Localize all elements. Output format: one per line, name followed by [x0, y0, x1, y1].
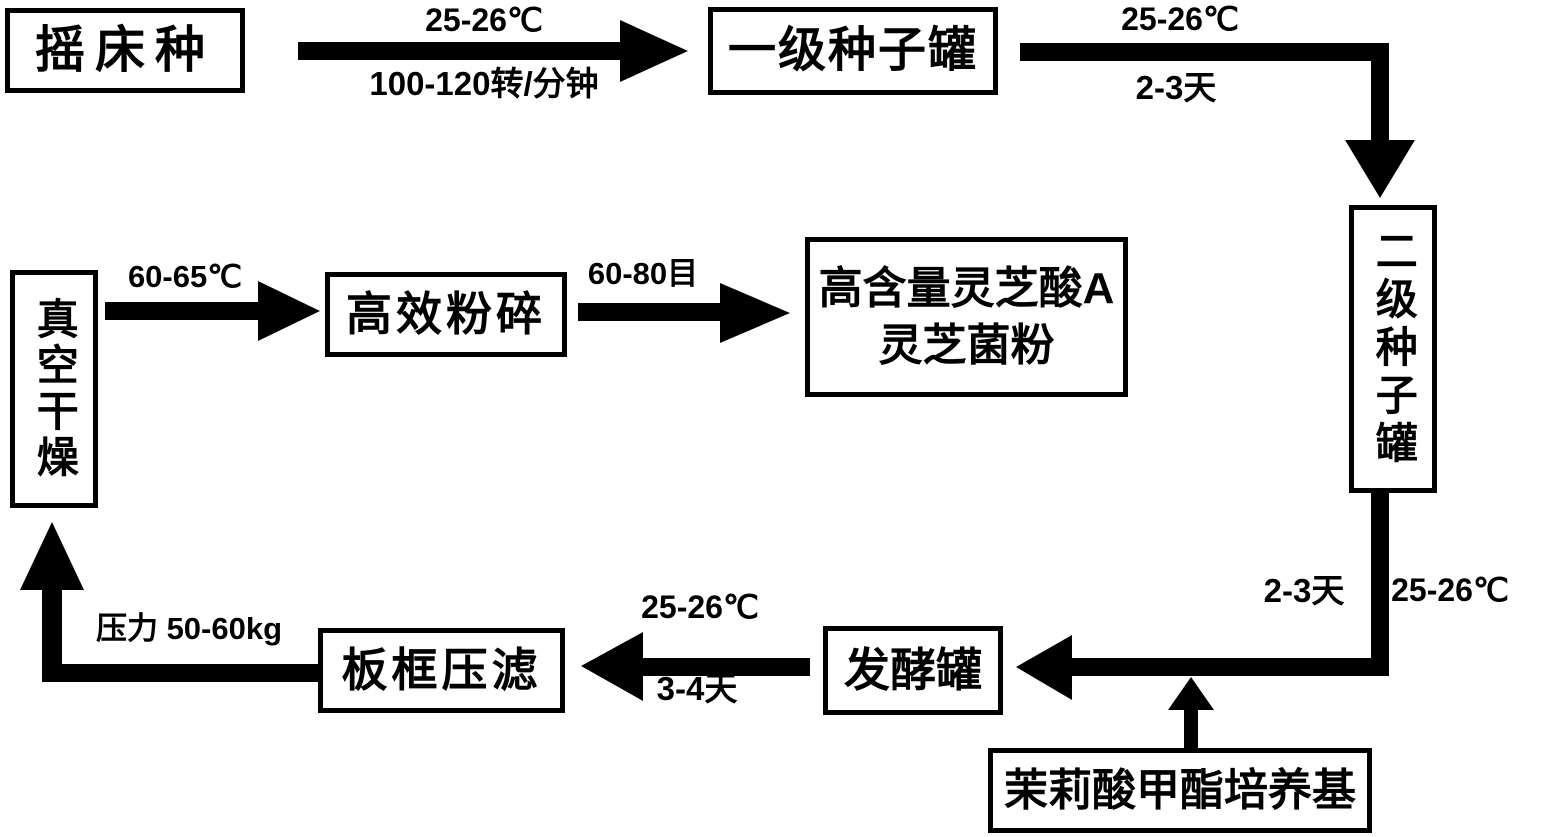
label-second-to-ferment-days: 2-3天 — [1263, 572, 1345, 609]
node-vacuum-drying: 真空干燥 — [10, 270, 98, 508]
arrow-second-to-ferment — [1016, 493, 1389, 700]
label-drying-temperature: 60-65℃ — [127, 259, 243, 294]
label-ferment-to-filter-temperature: 25-26℃ — [641, 589, 759, 625]
label-shake-to-first-speed: 100-120转/分钟 — [369, 65, 599, 102]
label-shake-to-first-temperature: 25-26℃ — [425, 2, 543, 38]
arrow-ferment-to-filter — [581, 632, 810, 701]
node-second-seed-tank: 二级种子罐 — [1349, 205, 1437, 493]
arrow-vacuum-to-crush — [105, 281, 320, 341]
arrow-crush-to-product — [578, 283, 790, 343]
label-second-to-ferment-temperature: 25-26℃ — [1391, 572, 1509, 608]
arrow-first-to-second — [1020, 43, 1415, 198]
node-first-seed-tank: 一级种子罐 — [708, 7, 998, 95]
product-label-line2: 灵芝菌粉 — [878, 321, 1055, 370]
node-methyl-jasmonate-medium: 茉莉酸甲酯培养基 — [988, 748, 1372, 833]
label-first-to-second-temperature: 25-26℃ — [1121, 1, 1239, 37]
arrow-filter-to-vacuum — [20, 522, 318, 682]
arrow-medium-to-ferment — [1168, 677, 1214, 748]
product-label-line1: 高含量灵芝酸A — [818, 263, 1115, 313]
node-efficient-crushing: 高效粉碎 — [325, 272, 567, 357]
label-crushing-mesh: 60-80目 — [587, 256, 699, 291]
node-shake-flask-seed: 摇床种 — [5, 8, 245, 93]
node-product-powder: 高含量灵芝酸A 灵芝菌粉 — [805, 237, 1128, 397]
label-ferment-to-filter-days: 3-4天 — [656, 670, 738, 707]
node-fermentation-tank: 发酵罐 — [823, 626, 1003, 715]
arrow-shake-to-first — [298, 20, 688, 82]
label-first-to-second-days: 2-3天 — [1135, 69, 1217, 106]
node-plate-frame-filter: 板框压滤 — [318, 628, 565, 713]
label-filter-pressure: 压力 50-60kg — [95, 611, 283, 646]
